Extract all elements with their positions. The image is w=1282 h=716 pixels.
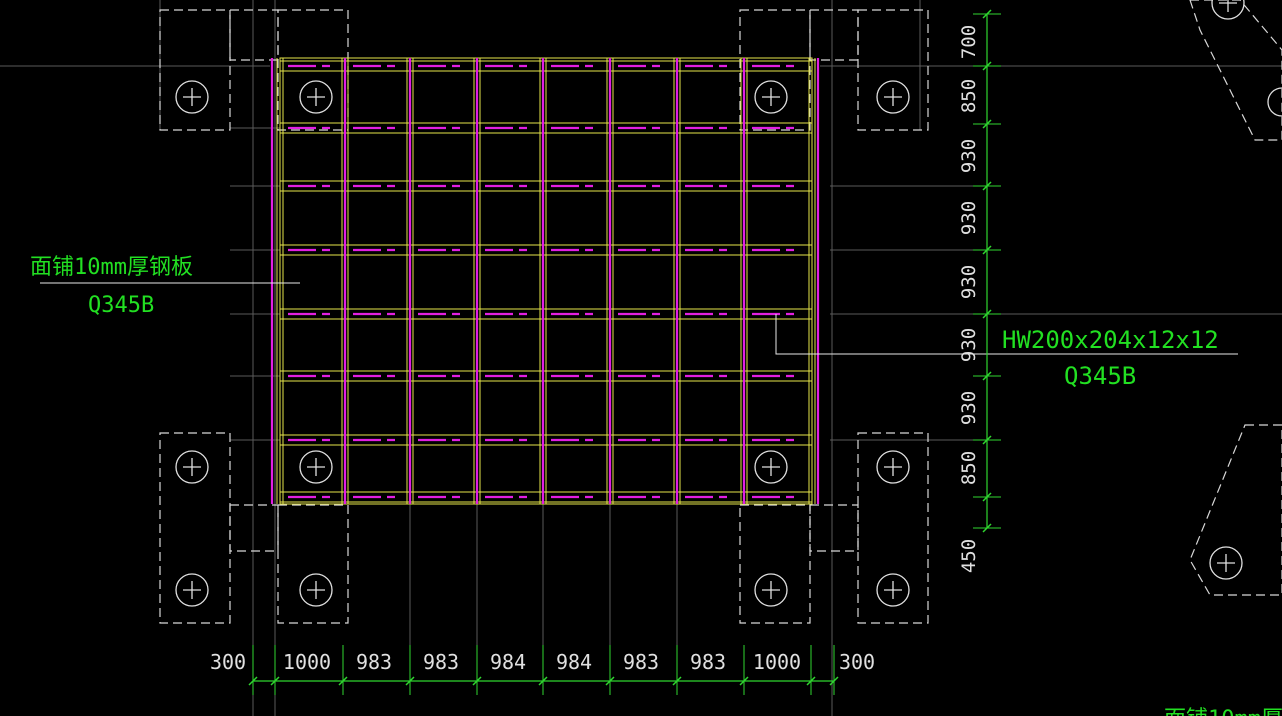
dimension-label: 700 <box>958 25 980 59</box>
vertical-dimension-chain: 700 850 930 930 930 930 930 850 450 <box>958 9 1001 573</box>
dimension-label: 930 <box>958 265 980 299</box>
dimension-label: 1000 <box>753 650 801 674</box>
column-markers <box>175 0 1282 607</box>
column-pads <box>159 0 1282 624</box>
beam-material-label: Q345B <box>1064 362 1136 390</box>
dimension-label: 984 <box>556 650 592 674</box>
dimension-label: 984 <box>490 650 526 674</box>
circle-cross-icon <box>299 80 333 114</box>
dimension-label: 930 <box>958 391 980 425</box>
dimension-label: 300 <box>210 650 246 674</box>
dimension-label: 300 <box>839 650 875 674</box>
dimension-label: 930 <box>958 201 980 235</box>
circle-cross-icon <box>299 573 333 607</box>
dimension-label: 1000 <box>283 650 331 674</box>
plate-label: 面铺10mm厚钢板 <box>30 255 193 280</box>
dimension-label: 983 <box>423 650 459 674</box>
circle-cross-icon <box>876 573 910 607</box>
dimension-label: 850 <box>958 79 980 113</box>
leader-lines <box>40 282 1238 355</box>
dimension-label: 850 <box>958 451 980 485</box>
dimension-label: 983 <box>690 650 726 674</box>
annotations: 面铺10mm厚钢板 Q345B HW200x204x12x12 Q345B 面铺… <box>30 255 1282 716</box>
dimension-label: 983 <box>356 650 392 674</box>
beam-grid <box>276 57 816 505</box>
circle-cross-icon <box>876 80 910 114</box>
horizontal-dimension-chain: 300 1000 983 983 984 984 983 983 1000 300 <box>210 645 875 695</box>
dimension-label: 983 <box>623 650 659 674</box>
circle-cross-icon <box>175 450 209 484</box>
circle-cross-icon <box>754 573 788 607</box>
circle-cross-icon <box>299 450 333 484</box>
circle-cross-icon <box>1267 87 1282 117</box>
circle-cross-icon <box>175 573 209 607</box>
circle-cross-icon <box>754 450 788 484</box>
corner-partial-label: 面铺10mm厚钢板 <box>1164 707 1282 716</box>
circle-cross-icon <box>754 80 788 114</box>
dimension-label: 930 <box>958 328 980 362</box>
circle-cross-icon <box>175 80 209 114</box>
circle-cross-icon <box>1209 546 1243 580</box>
dimension-label: 930 <box>958 139 980 173</box>
circle-cross-icon <box>1211 0 1245 20</box>
beam-centerlines <box>270 58 820 504</box>
plate-material-label: Q345B <box>88 293 154 318</box>
circle-cross-icon <box>876 450 910 484</box>
beam-section-label: HW200x204x12x12 <box>1002 326 1219 354</box>
dimension-label: 450 <box>958 539 980 573</box>
